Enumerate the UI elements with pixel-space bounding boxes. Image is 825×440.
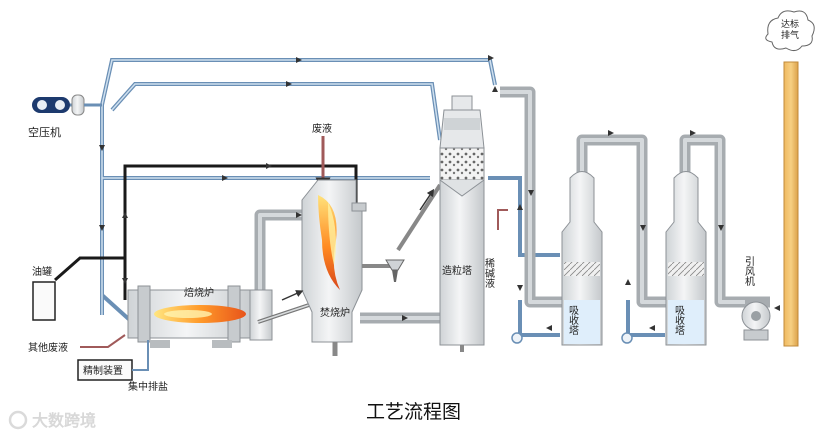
absorber-tower-1 <box>561 171 603 346</box>
waste-liquid-label: 废液 <box>312 122 332 135</box>
other-waste-liquid-label: 其他废液 <box>28 341 68 354</box>
incinerator <box>301 179 367 343</box>
oil-tank <box>32 281 56 321</box>
incinerator-label: 焚烧炉 <box>320 306 350 319</box>
roaster <box>127 285 273 348</box>
watermark-logo <box>8 410 28 430</box>
oil-tank-label: 油罐 <box>32 265 52 278</box>
roaster-label: 焙烧炉 <box>184 286 214 299</box>
absorber-tower-2 <box>665 171 707 346</box>
induced-fan-label: 引风机 <box>743 256 755 287</box>
granulation-tower <box>439 95 485 346</box>
dilute-brine-pipe <box>497 209 508 230</box>
absorber-1-label: 吸收塔 <box>567 305 579 336</box>
watermark-text: 大数跨境 <box>32 411 96 430</box>
granule-conveyor <box>362 183 442 282</box>
salt-discharge-label: 集中排盐 <box>128 380 168 393</box>
flow-arrows <box>99 55 780 331</box>
induced-draft-fan <box>741 301 771 341</box>
absorber-2-label: 吸收塔 <box>673 305 685 336</box>
granulation-tower-label: 造粒塔 <box>442 264 472 277</box>
refining-device-label: 精制装置 <box>83 364 123 377</box>
exhaust-cloud <box>765 10 815 52</box>
exhaust-stack <box>783 61 799 347</box>
dilute-brine-label: 稀碱液 <box>483 257 495 289</box>
diagram-caption: 工艺流程图 <box>366 401 461 423</box>
other-waste-liquid-pipe <box>80 334 126 348</box>
air-compressor-label: 空压机 <box>28 125 61 139</box>
air-compressor <box>32 94 102 116</box>
stack-label-top: 达标排气 <box>781 18 799 41</box>
